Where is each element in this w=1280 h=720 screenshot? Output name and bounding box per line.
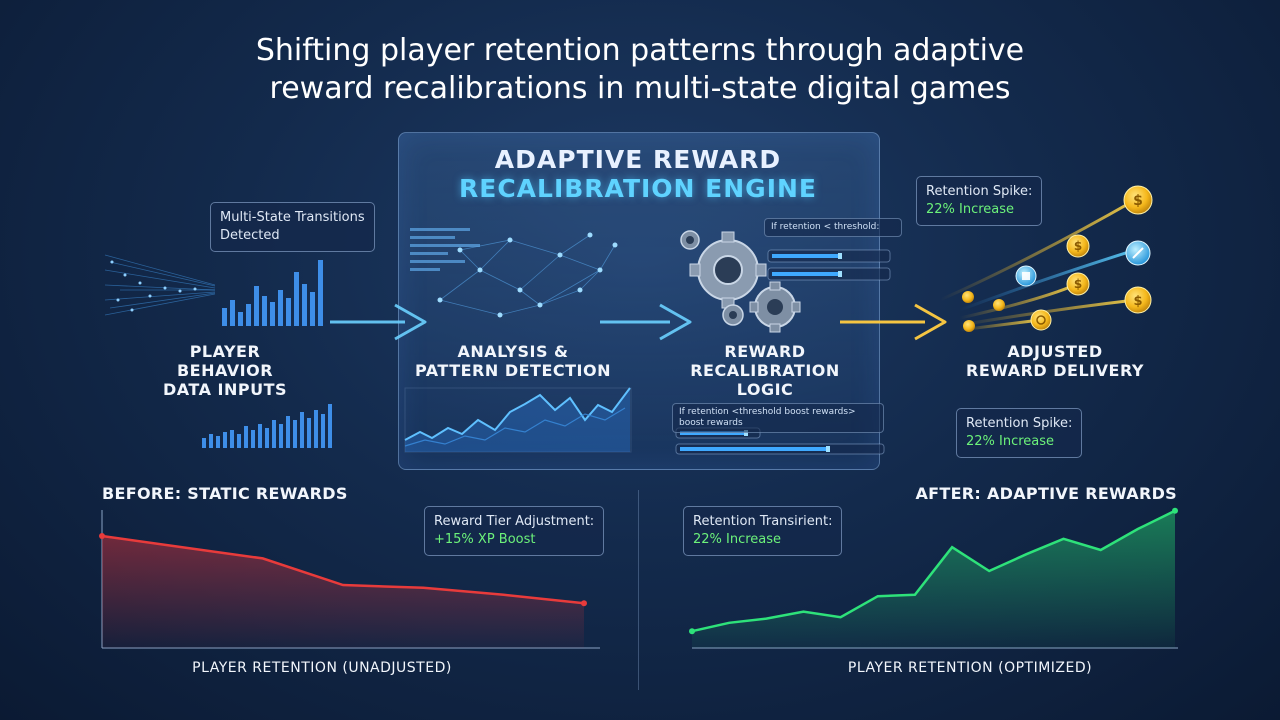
stage-delivery: ADJUSTED REWARD DELIVERY bbox=[940, 342, 1170, 380]
stage-inputs-line-1: PLAYER bbox=[189, 342, 261, 361]
slider-icon bbox=[675, 427, 885, 455]
spike-top-callout: Retention Spike: 22% Increase bbox=[916, 176, 1043, 226]
rule-top-text: If retention < threshold: bbox=[771, 222, 880, 232]
gear-icon bbox=[722, 304, 744, 326]
behavior-bars-small-icon bbox=[202, 404, 332, 448]
before-chart-line bbox=[101, 534, 585, 605]
code-lines-icon bbox=[410, 228, 480, 271]
page-title: Shifting player retention patterns throu… bbox=[0, 32, 1280, 108]
transient-line-2: 22% Increase bbox=[693, 532, 782, 547]
before-caption: PLAYER RETENTION (UNADJUSTED) bbox=[192, 660, 452, 676]
stage-inputs-line-2: BEHAVIOR bbox=[176, 361, 274, 380]
before-chart-point bbox=[99, 533, 105, 539]
section-divider bbox=[638, 490, 639, 690]
transient-callout: Retention Transirient: 22% Increase bbox=[683, 506, 843, 556]
stage-delivery-line-1: ADJUSTED bbox=[1007, 342, 1103, 361]
coin-icon bbox=[1030, 309, 1052, 331]
tier-line-2: +15% XP Boost bbox=[434, 532, 536, 547]
stage-logic: REWARD RECALIBRATION LOGIC bbox=[680, 342, 850, 399]
spike-mid-line-2: 22% Increase bbox=[966, 434, 1055, 449]
network-nodes bbox=[437, 232, 618, 318]
puzzle-icon bbox=[1015, 265, 1037, 287]
arrow-right-icon bbox=[600, 303, 692, 341]
after-caption: PLAYER RETENTION (OPTIMIZED) bbox=[847, 660, 1093, 676]
data-dots bbox=[110, 260, 197, 312]
engine-title-line-2: RECALIBRATION ENGINE bbox=[458, 174, 818, 203]
transitions-callout: Multi-State Transitions Detected bbox=[210, 202, 375, 252]
gear-icon bbox=[680, 230, 700, 250]
after-chart-line bbox=[691, 509, 1176, 633]
stage-analysis: ANALYSIS & PATTERN DETECTION bbox=[398, 342, 628, 380]
gem-icon bbox=[1125, 240, 1151, 266]
svg-text:$: $ bbox=[1133, 294, 1142, 309]
rule-box-bottom: If retention <threshold boost rewards> b… bbox=[672, 403, 884, 433]
tier-callout: Reward Tier Adjustment: +15% XP Boost bbox=[424, 506, 605, 556]
gear-icon bbox=[749, 281, 801, 333]
slider-icon bbox=[767, 249, 891, 281]
stage-delivery-line-2: REWARD DELIVERY bbox=[966, 361, 1144, 380]
rule-bottom-line-2: boost rewards bbox=[679, 418, 743, 428]
before-chart bbox=[99, 533, 587, 648]
coin-icon: $ bbox=[1066, 272, 1090, 296]
svg-text:$: $ bbox=[1074, 239, 1082, 253]
stage-inputs: PLAYER BEHAVIOR DATA INPUTS bbox=[130, 342, 320, 399]
transitions-line-1: Multi-State Transitions bbox=[220, 210, 365, 225]
engine-title-line-1: ADAPTIVE REWARD bbox=[494, 145, 782, 174]
transitions-line-2: Detected bbox=[220, 228, 280, 243]
spike-mid-callout: Retention Spike: 22% Increase bbox=[956, 408, 1083, 458]
tier-line-1: Reward Tier Adjustment: bbox=[434, 514, 595, 529]
transient-line-1: Retention Transirient: bbox=[693, 514, 833, 529]
stage-logic-line-1: REWARD bbox=[724, 342, 806, 361]
after-heading: AFTER: ADAPTIVE REWARDS bbox=[915, 484, 1177, 503]
coin-icon bbox=[962, 291, 1005, 332]
rule-bottom-line-1: If retention <threshold boost rewards> bbox=[679, 407, 856, 417]
svg-text:$: $ bbox=[1133, 193, 1143, 209]
analysis-chart-icon bbox=[404, 387, 632, 453]
stage-analysis-line-2: PATTERN DETECTION bbox=[415, 361, 611, 380]
after-chart bbox=[689, 507, 1178, 648]
after-chart-point bbox=[1172, 507, 1178, 514]
gear-icon bbox=[689, 231, 767, 309]
title-line-1: Shifting player retention patterns throu… bbox=[255, 33, 1025, 68]
before-chart-point bbox=[581, 600, 587, 607]
rule-box-top: If retention < threshold: bbox=[764, 218, 902, 237]
arrow-right-icon bbox=[330, 303, 427, 341]
spike-top-line-2: 22% Increase bbox=[926, 202, 1015, 217]
after-chart-point bbox=[689, 628, 695, 635]
spike-top-line-1: Retention Spike: bbox=[926, 184, 1033, 199]
coin-icon: $ bbox=[1066, 234, 1090, 258]
stage-analysis-line-1: ANALYSIS & bbox=[457, 342, 569, 361]
svg-text:$: $ bbox=[1074, 277, 1082, 291]
coin-icon: $ bbox=[1123, 185, 1153, 215]
before-chart-area bbox=[102, 536, 584, 648]
behavior-bars-icon bbox=[222, 260, 323, 326]
coin-icon: $ bbox=[1124, 286, 1152, 314]
title-line-2: reward recalibrations in multi-state dig… bbox=[269, 71, 1011, 106]
stage-logic-line-3: LOGIC bbox=[736, 380, 794, 399]
stage-inputs-line-3: DATA INPUTS bbox=[162, 380, 288, 399]
network-graph-icon bbox=[439, 234, 616, 316]
spike-mid-line-1: Retention Spike: bbox=[966, 416, 1073, 431]
arrow-right-gold-icon bbox=[840, 303, 947, 341]
data-stream-icon bbox=[104, 254, 216, 316]
before-heading: BEFORE: STATIC REWARDS bbox=[102, 484, 348, 503]
stage-logic-line-2: RECALIBRATION bbox=[690, 361, 840, 380]
